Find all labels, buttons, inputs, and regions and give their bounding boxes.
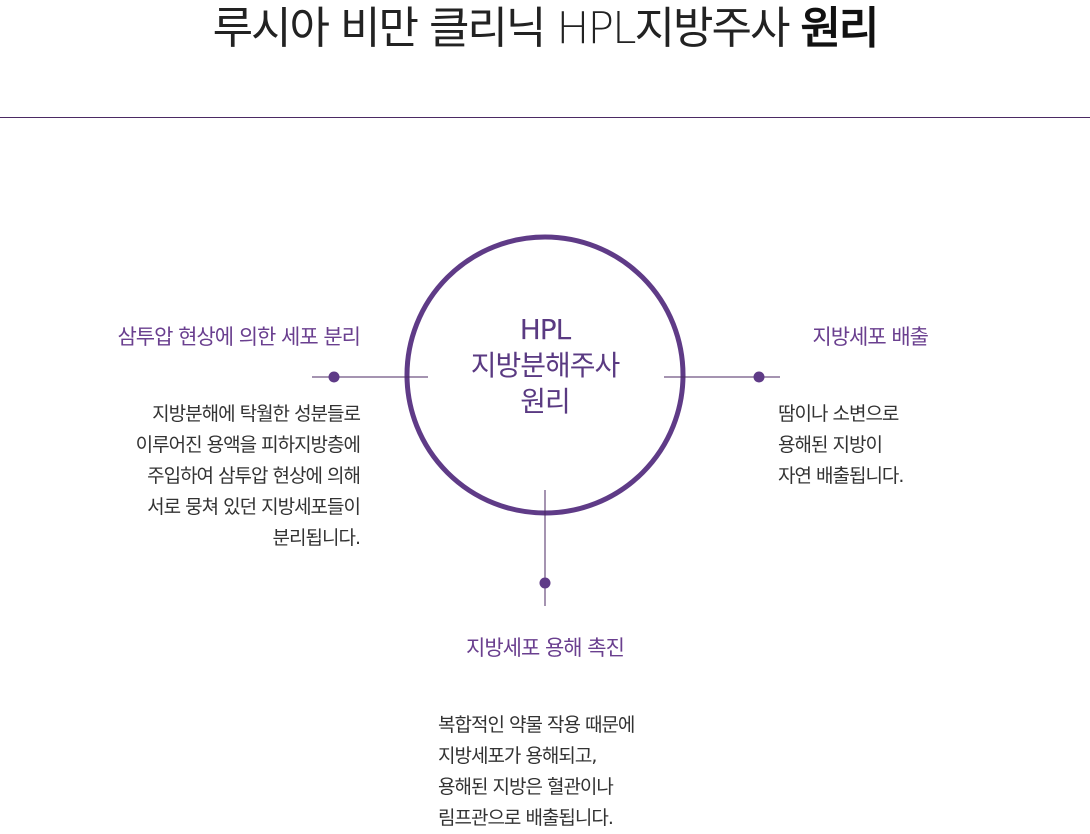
page-title: 루시아 비만 클리닉 HPL지방주사 원리 [0,0,1090,58]
left-connector-dot [328,371,340,383]
center-label-line: HPL [519,313,572,346]
description-line: 주입하여 삼투압 현상에 의해 [147,465,361,487]
header-divider [0,117,1090,118]
center-label-line: 지방분해주사 [470,349,621,382]
center-label-line: 원리 [520,385,571,418]
center-label: HPL 지방분해주사 원리 [445,312,645,420]
right-connector-dot [753,371,765,383]
right-node-title: 지방세포 배출 [812,325,929,349]
description-line: 지방분해에 탁월한 성분들로 [152,403,361,425]
bottom-node-title: 지방세포 용해 촉진 [466,636,625,660]
description-line: 용해된 지방은 혈관이나 [438,776,614,798]
bottom-connector-dot [539,577,551,589]
right-node-description: 땀이나 소변으로 용해된 지방이 자연 배출됩니다. [778,399,1078,492]
description-line: 지방세포가 용해되고, [438,745,597,767]
description-line: 용해된 지방이 [778,434,883,456]
description-line: 서로 뭉쳐 있던 지방세포들이 [147,496,361,518]
page-title-light: 루시아 비만 클리닉 HPL지방주사 [212,3,791,54]
description-line: 복합적인 약물 작용 때문에 [438,714,635,736]
left-node-description: 지방분해에 탁월한 성분들로 이루어진 용액을 피하지방층에 주입하여 삼투압 … [40,399,361,554]
description-line: 림프관으로 배출됩니다. [438,807,614,829]
left-node-title: 삼투압 현상에 의한 세포 분리 [117,325,361,349]
description-line: 분리됩니다. [272,527,361,549]
description-line: 땀이나 소변으로 [778,403,899,425]
bottom-node-description: 복합적인 약물 작용 때문에 지방세포가 용해되고, 용해된 지방은 혈관이나 … [438,710,798,834]
page-title-bold: 원리 [800,3,879,54]
description-line: 자연 배출됩니다. [778,465,904,487]
description-line: 이루어진 용액을 피하지방층에 [135,434,361,456]
